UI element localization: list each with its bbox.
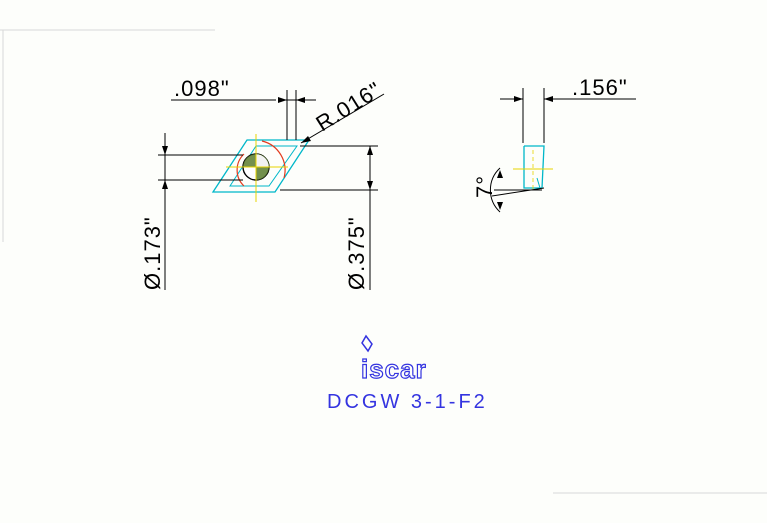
angle-arrow-bottom xyxy=(497,202,503,210)
dim-375-arrow-top xyxy=(367,146,373,155)
dim-156-arrow-right xyxy=(544,96,553,102)
side-chamfer xyxy=(536,177,541,189)
dim-098-arrow-left xyxy=(278,97,287,103)
dim-375-label: Ø.375" xyxy=(344,216,369,290)
dim-156-arrow-left xyxy=(514,96,523,102)
side-view-dimensions xyxy=(489,88,636,213)
radius-arrow xyxy=(301,136,311,143)
hole-hatch-1 xyxy=(256,167,269,180)
side-outline xyxy=(523,145,545,189)
angle-slope-line xyxy=(491,187,545,197)
dim-173-arrow-top xyxy=(162,146,168,155)
radius-leader xyxy=(300,93,385,144)
corner-arc-right xyxy=(261,140,286,179)
dim-156-label: .156" xyxy=(572,75,628,100)
angle-label: 7° xyxy=(472,175,497,198)
angle-arc xyxy=(489,167,501,213)
iscar-logo-text: iscar xyxy=(361,354,427,384)
corner-arc-left xyxy=(236,153,245,187)
hole-hatch-2 xyxy=(243,154,256,167)
dim-098-arrow-right xyxy=(296,97,305,103)
part-number: DCGW 3-1-F2 xyxy=(327,391,488,413)
insert-side-view xyxy=(513,145,553,192)
dim-173-label: Ø.173" xyxy=(140,216,165,290)
radius-label: R.016" xyxy=(311,77,386,137)
dim-173-arrow-bottom xyxy=(162,180,168,189)
insert-top-view xyxy=(211,134,311,202)
dim-098-label: .098" xyxy=(174,76,230,101)
hole-quadrant-3 xyxy=(255,153,270,168)
front-view-dimensions xyxy=(158,90,385,290)
iscar-logo: iscar xyxy=(360,334,427,385)
dim-375-arrow-bottom xyxy=(367,181,373,190)
iscar-logo-mark xyxy=(361,334,373,353)
angle-arrow-top xyxy=(497,170,503,178)
